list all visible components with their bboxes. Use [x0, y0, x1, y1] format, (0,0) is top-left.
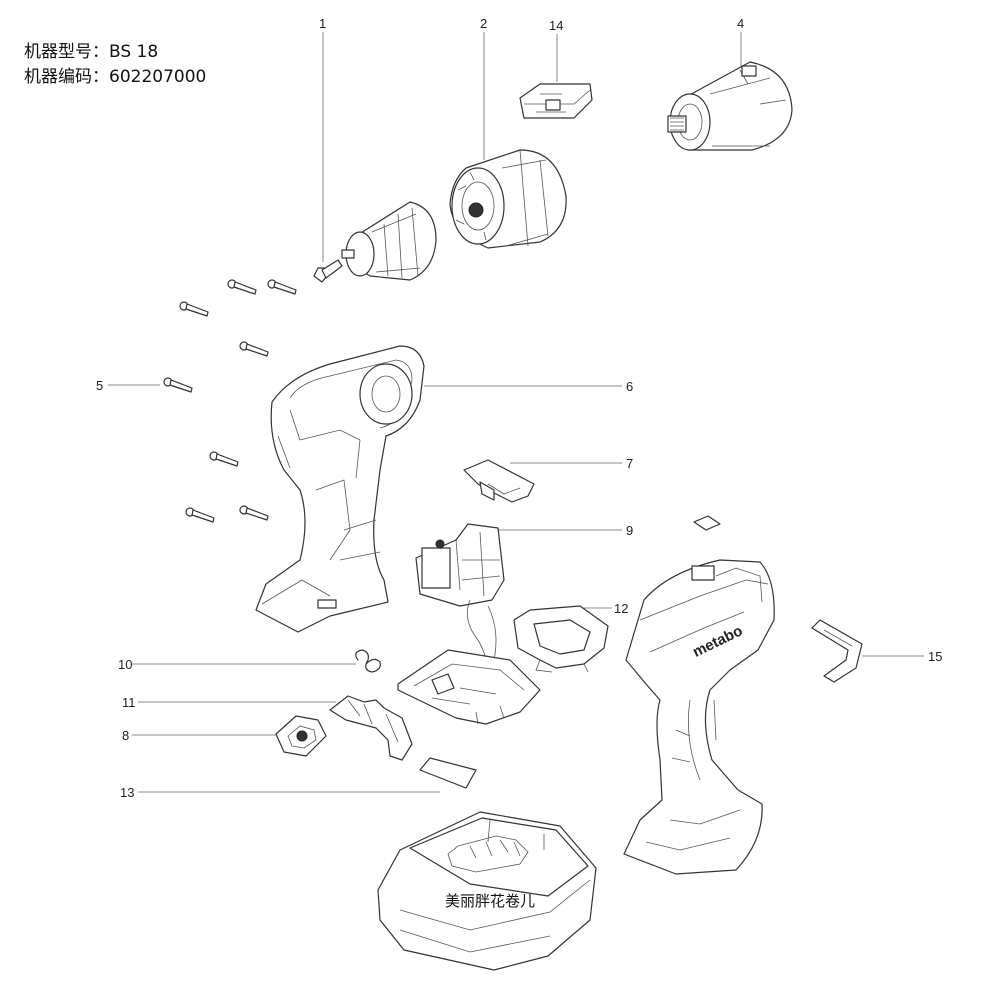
part-8-pad — [275, 715, 327, 757]
callout-12: 12 — [614, 601, 629, 616]
callout-2: 2 — [480, 16, 488, 31]
callout-6: 6 — [626, 379, 634, 394]
part-10-spring — [355, 649, 381, 673]
machine-model-label: 机器型号：BS 18 — [24, 42, 159, 62]
part-7-cover — [463, 459, 535, 503]
callout-13: 13 — [120, 785, 135, 800]
watermark-text: 美丽胖花卷儿 — [445, 892, 536, 910]
part-11-lock-strip — [329, 695, 413, 761]
callout-10: 10 — [118, 657, 133, 672]
callout-11: 11 — [122, 695, 136, 710]
part-9-switch — [415, 523, 505, 681]
part-chuck — [341, 201, 437, 281]
part-4-motor — [667, 61, 793, 151]
part-12-frame — [513, 605, 609, 673]
machine-code-label: 机器编码：602207000 — [24, 67, 207, 87]
callout-7: 7 — [626, 456, 634, 471]
part-2-gearbox — [449, 149, 567, 249]
part-5-screws — [163, 279, 297, 523]
part-1-screw — [313, 259, 343, 283]
callout-4: 4 — [737, 16, 745, 31]
callout-9: 9 — [626, 523, 634, 538]
part-right-housing: metabo — [623, 559, 775, 875]
callout-5: 5 — [96, 378, 104, 393]
callout-14: 14 — [549, 18, 564, 33]
part-14-switch-slider — [519, 83, 593, 119]
part-switch-base — [397, 649, 541, 725]
callout-8: 8 — [122, 728, 130, 743]
part-13-plate — [419, 757, 477, 789]
callout-1: 1 — [319, 16, 327, 31]
part-battery-pack — [377, 811, 597, 971]
part-6-left-housing — [255, 345, 425, 633]
leader-lines — [108, 32, 924, 793]
part-small-pad — [693, 515, 721, 531]
part-15-clip — [811, 619, 863, 683]
callout-15: 15 — [928, 649, 943, 664]
